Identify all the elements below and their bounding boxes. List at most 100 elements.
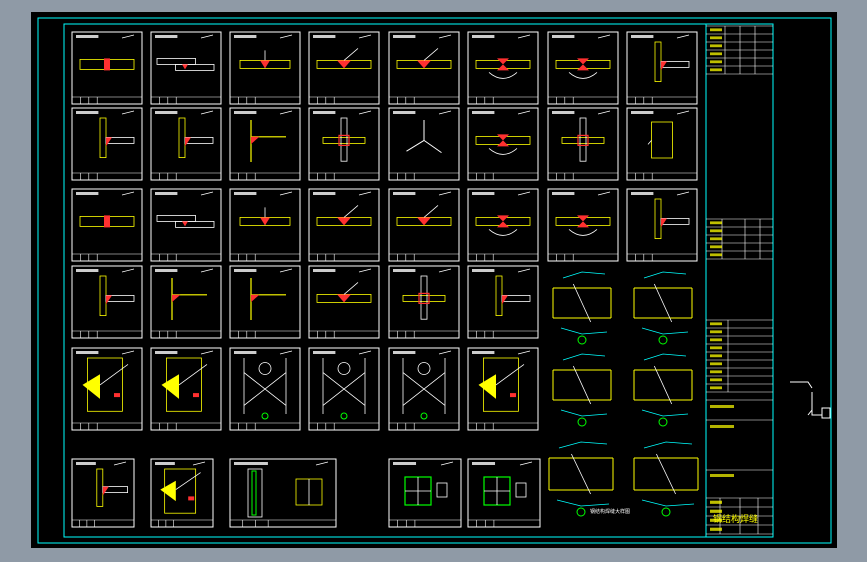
- panel-border: [150, 188, 222, 262]
- weld-bead: [418, 292, 430, 304]
- panel-caption: [472, 192, 495, 195]
- detail-panel-tee[interactable]: [467, 265, 539, 339]
- detail-panel-v[interactable]: [388, 31, 460, 105]
- detail-panel-box[interactable]: [467, 458, 541, 528]
- welded-joint-details: [548, 271, 699, 517]
- detail-panel-v[interactable]: [388, 188, 460, 262]
- panel-caption: [234, 351, 257, 354]
- plate: [420, 275, 428, 320]
- plate: [175, 220, 215, 228]
- panel-border: [71, 107, 143, 181]
- leader-line: [558, 441, 608, 449]
- leader-line: [358, 110, 372, 115]
- panel-caption: [393, 351, 416, 354]
- panel-border: [229, 31, 301, 105]
- leader-line: [560, 409, 608, 417]
- detail-panel-lap[interactable]: [150, 188, 222, 262]
- detail-panel-x[interactable]: [547, 31, 619, 105]
- detail-panel-v[interactable]: [308, 188, 380, 262]
- stiffener: [161, 374, 179, 399]
- leader-line: [121, 110, 135, 115]
- detail-panel-lap[interactable]: [150, 31, 222, 105]
- weld-bead: [338, 134, 350, 146]
- detail-panel-column[interactable]: [71, 347, 143, 431]
- panel-caption: [393, 462, 417, 465]
- panel-border: [308, 347, 380, 431]
- detail-panel-corner[interactable]: [229, 265, 301, 339]
- detail-panel-x[interactable]: [467, 31, 539, 105]
- detail-panel-section[interactable]: [229, 458, 337, 528]
- panel-caption: [393, 269, 416, 272]
- detail-panel-corner[interactable]: [229, 107, 301, 181]
- leader-line: [315, 461, 329, 466]
- dimension-arc: [568, 72, 598, 79]
- detail-panel-tee[interactable]: [150, 107, 222, 181]
- leader-line: [597, 110, 611, 115]
- reference-bubble: [340, 412, 348, 420]
- detail-panel-beam[interactable]: [388, 347, 460, 431]
- leader-line: [200, 350, 214, 355]
- detail-panel-plain[interactable]: [626, 107, 698, 181]
- title-block-text-mark: [710, 509, 722, 513]
- weld-line: [572, 365, 592, 405]
- detail-panel-cross[interactable]: [388, 265, 460, 339]
- detail-panel-cross[interactable]: [547, 107, 619, 181]
- leader-line: [438, 350, 452, 355]
- detail-line: [243, 372, 287, 406]
- panel-border: [71, 31, 143, 105]
- plate: [579, 117, 587, 162]
- detail-panel-x[interactable]: [547, 188, 619, 262]
- detail-line: [423, 205, 439, 218]
- detail-panel-cross[interactable]: [308, 107, 380, 181]
- weld-bead: [337, 217, 351, 226]
- detail-line: [402, 372, 446, 406]
- weld-bead: [260, 217, 270, 226]
- detail-panel-tee[interactable]: [626, 31, 698, 105]
- title-block-text-mark: [710, 362, 722, 366]
- detail-panel-groove[interactable]: [229, 31, 301, 105]
- detail-panel-groove[interactable]: [229, 188, 301, 262]
- detail-panel-butt[interactable]: [71, 31, 143, 105]
- dimension-arc: [568, 229, 598, 236]
- weld-bead: [417, 217, 431, 226]
- detail-panel-tee[interactable]: [71, 107, 143, 181]
- detail-panel-tee[interactable]: [626, 188, 698, 262]
- section-mark: [337, 362, 351, 375]
- detail-panel-beam[interactable]: [229, 347, 301, 431]
- detail-panel-beam[interactable]: [308, 347, 380, 431]
- detail-panel-butt[interactable]: [71, 188, 143, 262]
- detail-panel-tee[interactable]: [71, 265, 143, 339]
- detail-line: [322, 372, 366, 406]
- detail-panel-column[interactable]: [467, 347, 539, 431]
- detail-panel-corner[interactable]: [150, 265, 222, 339]
- leader-line: [643, 353, 687, 361]
- panel-caption: [313, 35, 336, 38]
- section-mark: [417, 362, 431, 375]
- leader-line: [643, 441, 693, 449]
- weld-bead: [106, 295, 112, 305]
- detail-panel-x[interactable]: [467, 107, 539, 181]
- detail-panel-v[interactable]: [308, 31, 380, 105]
- title-block-text-mark: [710, 474, 734, 477]
- leader-line: [192, 461, 206, 466]
- plate: [402, 294, 446, 302]
- weld-bead: [182, 64, 188, 70]
- detail-panel-tee[interactable]: [71, 458, 135, 528]
- title-block-text-mark: [710, 322, 722, 326]
- detail-panel-v[interactable]: [308, 265, 380, 339]
- detail-panel-box[interactable]: [388, 458, 462, 528]
- panel-border: [308, 265, 380, 339]
- detail-panel-column[interactable]: [150, 347, 222, 431]
- detail-panel-x[interactable]: [467, 188, 539, 262]
- title-block-text-mark: [710, 518, 722, 522]
- title-block-text-mark: [710, 370, 722, 374]
- weld-bead: [497, 215, 509, 228]
- weld-bead: [337, 294, 351, 303]
- panel-border: [150, 107, 222, 181]
- detail-panel-angle[interactable]: [388, 107, 460, 181]
- leader-line: [279, 34, 293, 39]
- weld-bead: [661, 218, 667, 228]
- dimension-arc: [488, 148, 518, 155]
- detail-panel-column[interactable]: [150, 458, 214, 528]
